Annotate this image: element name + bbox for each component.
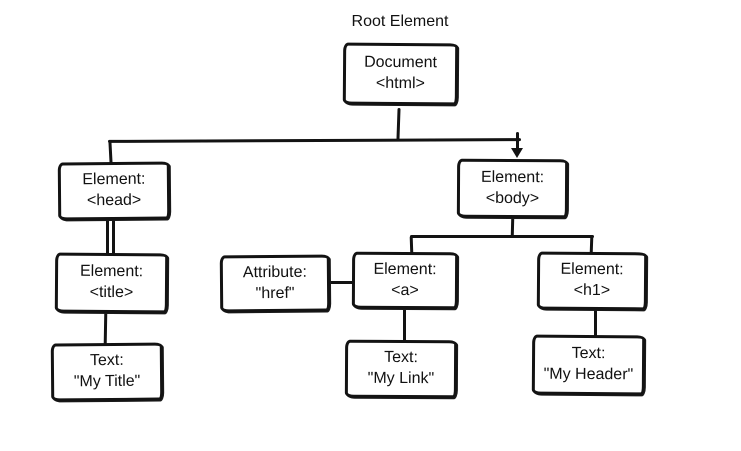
node-tag: <title> [89, 283, 134, 302]
node-element-title: Element: <title> [54, 252, 169, 314]
node-value: "My Title" [73, 372, 141, 391]
node-text-my-header: Text: "My Header" [531, 334, 646, 396]
node-value: "My Link" [367, 369, 435, 388]
node-label: Element: [373, 260, 437, 278]
node-tag: <body> [485, 189, 540, 207]
connector-to-body [516, 132, 519, 150]
node-element-body: Element: <body> [456, 158, 569, 219]
node-tag: <html> [375, 74, 425, 93]
node-label: Document [364, 53, 438, 72]
node-document-html: Document <html> [342, 42, 459, 106]
node-value: "My Header" [543, 365, 634, 384]
connector-head-title-2 [112, 219, 115, 255]
connector-branch-level1 [107, 138, 522, 143]
node-value: "href" [255, 284, 295, 302]
node-label: Text: [571, 345, 606, 363]
node-label: Element: [79, 262, 144, 281]
node-tag: <a> [391, 281, 419, 299]
node-tag: <head> [86, 191, 142, 210]
node-label: Attribute: [242, 263, 307, 281]
node-text-my-title: Text: "My Title" [50, 342, 164, 402]
node-text-my-link: Text: "My Link" [344, 339, 458, 399]
node-label: Element: [480, 168, 545, 186]
connector-document-stub [396, 107, 401, 141]
connector-h1-text [594, 309, 597, 338]
arrowhead-to-body [511, 148, 523, 158]
node-element-a: Element: <a> [351, 251, 459, 310]
node-element-head: Element: <head> [57, 161, 171, 221]
node-label: Element: [82, 170, 146, 189]
node-attribute-href: Attribute: "href" [219, 254, 331, 313]
connector-head-title-1 [106, 219, 109, 255]
connector-branch-level2 [410, 235, 594, 238]
node-label: Text: [384, 349, 418, 367]
node-tag: <h1> [573, 281, 611, 300]
node-label: Text: [89, 352, 124, 370]
connector-anchor-text [403, 308, 406, 342]
connector-attribute-anchor [328, 281, 354, 284]
node-element-h1: Element: <h1> [536, 251, 648, 311]
node-label: Element: [560, 260, 624, 279]
connector-title-text [103, 310, 108, 346]
root-element-label: Root Element [351, 13, 449, 30]
